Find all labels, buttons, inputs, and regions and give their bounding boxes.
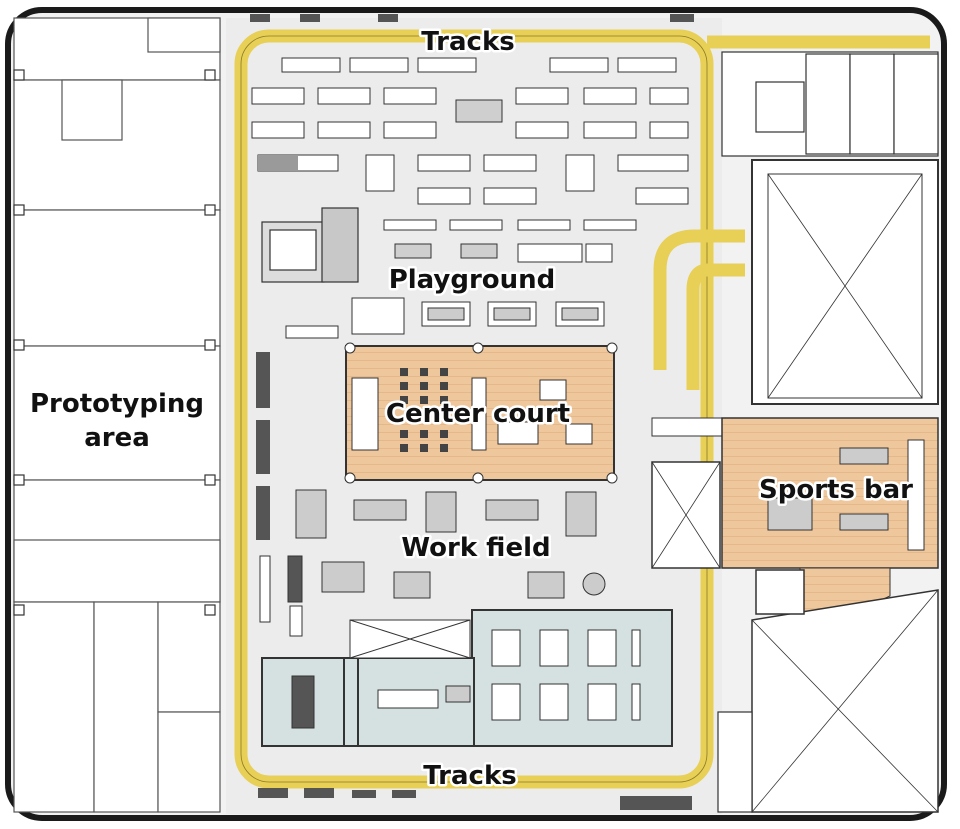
structural-columns: [13, 69, 216, 616]
label-prototyping-line1: Prototyping: [30, 389, 204, 419]
sports-bar: [721, 417, 939, 619]
label-prototyping-line2: area: [84, 423, 150, 453]
playground-meeting-tables: [285, 297, 605, 339]
service-core: [721, 51, 939, 157]
center-court-chairs: [400, 368, 448, 452]
glass-room-desks: [291, 629, 641, 729]
lab-equipment: [261, 207, 359, 283]
bottom-fixtures: [258, 788, 692, 810]
center-court: [344, 342, 618, 484]
hatched-block: [258, 155, 298, 171]
label-work-field: Work field: [401, 533, 550, 563]
top-fixtures: [250, 14, 694, 22]
label-tracks-top: Tracks: [421, 27, 514, 57]
label-center-court: Center court: [386, 399, 570, 429]
glass-rooms: [261, 609, 673, 747]
work-field-tables: [287, 489, 606, 637]
atrium-void-lower: [717, 569, 939, 813]
stair-void: [651, 417, 723, 569]
label-tracks-bottom: Tracks: [423, 761, 516, 791]
tracks-loop: [234, 29, 930, 789]
label-sports-bar: Sports bar: [759, 475, 913, 505]
prototyping-area: [13, 17, 221, 813]
label-playground: Playground: [389, 265, 556, 295]
storage-shelves: [256, 352, 271, 623]
atrium-void-upper: [751, 159, 939, 405]
